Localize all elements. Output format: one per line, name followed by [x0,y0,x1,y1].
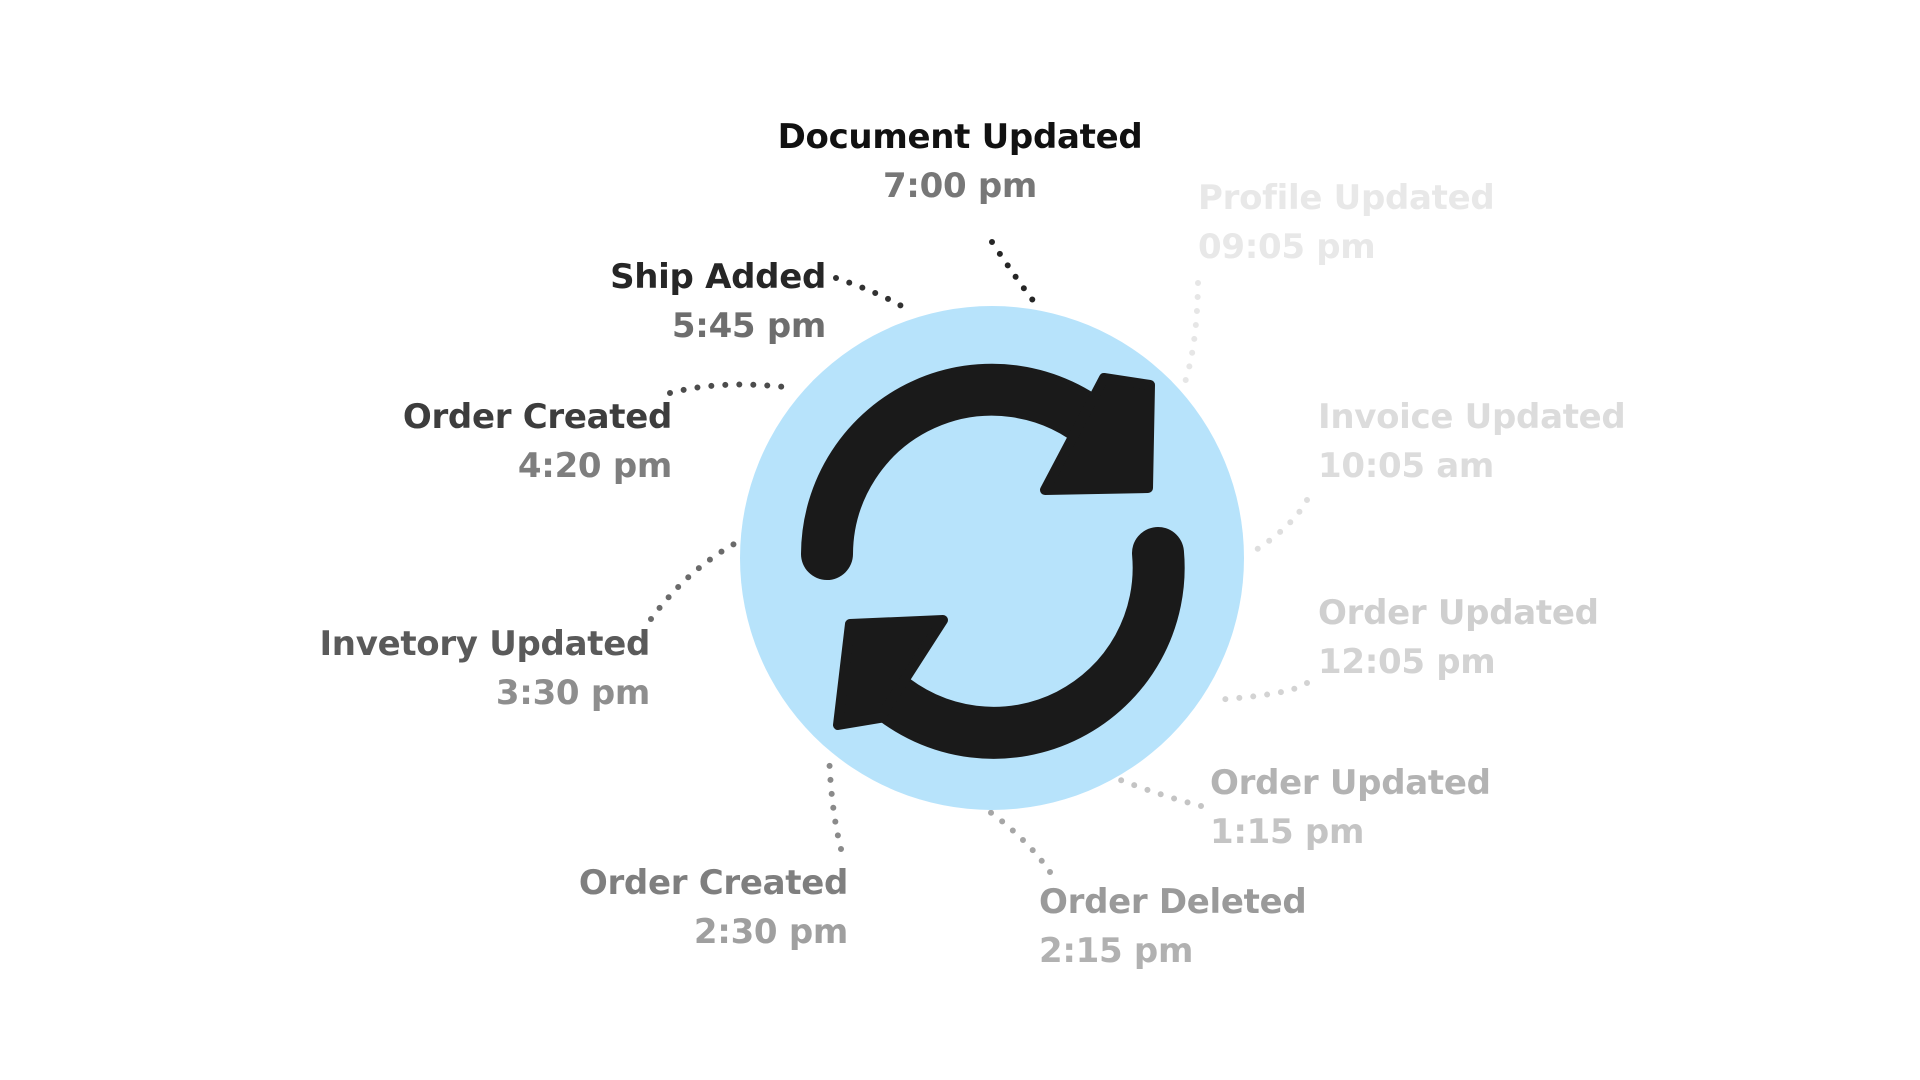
event-time: 4:20 pm [517,446,672,486]
event-title: Ship Added [610,257,826,297]
event-time: 09:05 pm [1198,227,1376,267]
event-time: 10:05 am [1318,446,1495,486]
event-title: Order Deleted [1039,882,1307,922]
event-order-created-230: Order Created 2:30 pm [480,866,848,949]
event-time: 2:30 pm [693,912,848,952]
sync-arrowhead-lower [833,615,948,730]
event-invoice-updated: Invoice Updated 10:05 am [1318,397,1626,486]
event-profile-updated: Profile Updated 09:05 pm [1198,178,1495,267]
event-title: Order Created [578,863,848,903]
sync-arrowhead-upper [1040,373,1155,495]
sync-arrow-lower [859,527,1185,759]
connector-document-updated [989,239,1038,306]
event-time: 7:00 pm [882,166,1038,206]
event-ship-added: Ship Added 5:45 pm [500,260,826,343]
event-title: Document Updated [777,117,1143,157]
event-order-updated-1205: Order Updated 12:05 pm [1318,596,1599,679]
event-time: 12:05 pm [1318,642,1496,682]
event-order-deleted: Order Deleted 2:15 pm [1039,882,1307,971]
connector-invoice-updated [1245,497,1310,558]
connector-order-created-230 [826,750,844,852]
event-time: 2:15 pm [1039,931,1194,971]
event-order-created-420: Order Created 4:20 pm [360,400,672,483]
connector-order-created-420 [667,381,788,396]
event-title: Profile Updated [1198,178,1495,218]
event-title: Invoice Updated [1318,397,1626,437]
event-title: Invetory Updated [319,624,650,664]
event-document-updated: Document Updated 7:00 pm [750,120,1170,203]
event-time: 1:15 pm [1210,812,1365,852]
connector-invetory-updated [648,540,739,622]
event-title: Order Created [402,397,672,437]
connector-order-updated-115 [1110,774,1204,809]
sync-icon [801,363,1185,759]
event-invetory-updated: Invetory Updated 3:30 pm [260,627,650,710]
event-title: Order Updated [1318,593,1599,633]
sync-arrow-upper [801,363,1126,580]
connector-order-updated-1205 [1210,680,1310,703]
event-order-updated-115: Order Updated 1:15 pm [1210,766,1491,849]
event-title: Order Updated [1210,763,1491,803]
event-time: 5:45 pm [671,306,826,346]
connector-ship-added [833,275,908,311]
event-time: 3:30 pm [495,673,650,713]
connector-profile-updated [1180,280,1201,391]
connector-order-deleted [987,809,1053,875]
